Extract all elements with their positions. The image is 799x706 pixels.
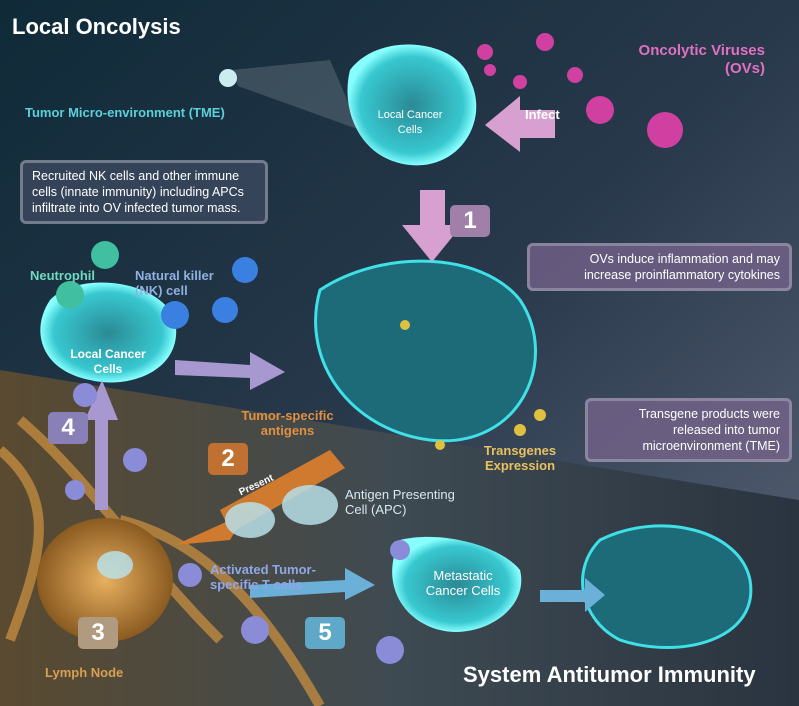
- zoom-beam: [232, 60, 360, 130]
- apc-cells: [97, 485, 338, 579]
- label-lymph-node: Lymph Node: [45, 665, 124, 680]
- step-2-badge: 2: [208, 443, 248, 475]
- t-cells: [65, 383, 410, 664]
- nk-cells: [161, 257, 258, 329]
- callout-innate-immunity: Recruited NK cells and other immune cell…: [20, 160, 268, 224]
- oncolytic-viruses: [477, 33, 683, 148]
- label-apc: Antigen Presenting Cell (APC): [345, 487, 455, 517]
- callout-transgene: Transgene products were released into tu…: [585, 398, 792, 462]
- metastatic-cells: [392, 536, 522, 632]
- zoom-pointer: [219, 69, 237, 87]
- label-ovs: Oncolytic Viruses (OVs): [638, 42, 765, 77]
- arrow-1: [402, 190, 462, 262]
- title-local-oncolysis: Local Oncolysis: [12, 14, 181, 39]
- callout-inflammation: OVs induce inflammation and may increase…: [527, 243, 792, 291]
- step-5-badge: 5: [305, 617, 345, 649]
- destroyed-metastasis: [581, 524, 753, 649]
- local-cancer-cells-top: [347, 44, 477, 166]
- label-neutrophil: Neutrophil: [30, 268, 95, 283]
- label-transgenes: Transgenes Expression: [483, 443, 557, 473]
- title-system-antitumor-immunity: System Antitumor Immunity: [463, 662, 756, 687]
- arrow-2: [175, 450, 345, 545]
- label-tumor-antigens: Tumor-specific antigens: [241, 408, 334, 438]
- label-local-cancer-left: Local Cancer Cells: [70, 347, 146, 376]
- transgene-products: [400, 320, 546, 450]
- neutrophils: [56, 241, 119, 309]
- label-t-cells: Activated Tumor-specific T cells: [210, 562, 316, 592]
- arrow-infect: [485, 96, 555, 152]
- arrow-5: [250, 568, 375, 600]
- step-3-badge: 3: [78, 617, 118, 649]
- label-metastatic: Metastatic Cancer Cells: [425, 568, 501, 598]
- step-1-badge: 1: [450, 205, 490, 237]
- lymph-node-shape: [37, 518, 173, 642]
- label-tme: Tumor Micro-environment (TME): [25, 105, 225, 120]
- label-nk-cell: Natural killer (NK) cell: [135, 268, 214, 298]
- arrow-to-metastasis: [540, 578, 605, 612]
- step-4-badge: 4: [48, 412, 88, 444]
- arrow-to-tumor: [175, 352, 285, 390]
- label-local-cancer-top: Local Cancer Cells: [377, 109, 443, 136]
- label-infect: Infect: [525, 107, 560, 122]
- lysed-tumor-mass: [314, 259, 537, 443]
- arrow-4: [85, 380, 118, 510]
